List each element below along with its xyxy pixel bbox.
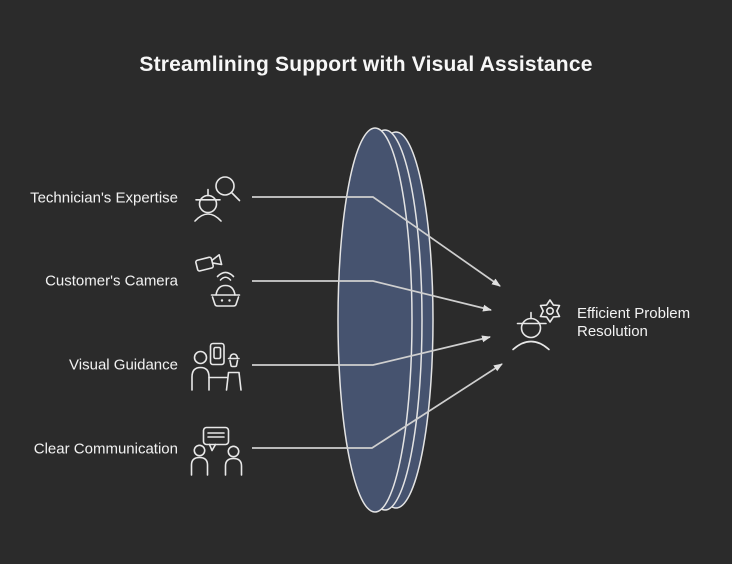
device-dot-right [228, 299, 231, 302]
connector-clear-communication [252, 363, 503, 449]
output-label-line-1: Efficient Problem [577, 305, 691, 322]
technician-with-magnifier-icon [194, 176, 241, 222]
connector-visual-guidance [252, 335, 491, 366]
right-person-head [227, 445, 240, 458]
technician-head [198, 194, 218, 214]
person-presenting-screen-icon [191, 342, 242, 391]
output-label-efficient-problem-resolution: Efficient Problem Resolution [577, 305, 690, 341]
left-person-head [193, 444, 206, 457]
input-label-customers-camera: Customer's Camera [45, 272, 178, 290]
gear-icon [539, 299, 561, 323]
connector-customers-camera [252, 280, 492, 312]
magnifier-handle [230, 191, 241, 202]
video-camera [195, 253, 223, 272]
speech-bubble [202, 426, 230, 446]
bubble-tail [208, 443, 217, 452]
lens-front-ellipse [337, 127, 413, 513]
person-with-gear-icon [512, 299, 561, 351]
screen-content [213, 346, 222, 360]
connector-technician-expertise [252, 196, 501, 287]
presenter-head [193, 350, 208, 365]
left-person-body [190, 456, 209, 476]
screen-frame [209, 342, 225, 366]
connector-lines [252, 196, 503, 449]
page-title: Streamlining Support with Visual Assista… [139, 53, 593, 76]
right-person-body [224, 457, 243, 476]
device-dot-left [220, 299, 224, 302]
lens-shape [337, 127, 434, 513]
two-people-speech-bubble-icon [190, 426, 243, 476]
signal-wave-large [216, 271, 235, 278]
gear-center [545, 306, 554, 315]
device-dome [215, 284, 236, 296]
input-label-clear-communication: Clear Communication [33, 440, 178, 458]
input-label-visual-guidance: Visual Guidance [69, 356, 178, 374]
video-camera-device-icon [195, 253, 241, 307]
small-figure-dome [229, 353, 239, 360]
output-label-line-2: Resolution [577, 323, 648, 340]
magnifier-glass [215, 176, 235, 196]
signal-wave-small [219, 276, 232, 281]
input-label-technicians-expertise: Technician's Expertise [30, 189, 178, 207]
device-base [211, 296, 240, 307]
small-figure-head-base [229, 359, 239, 368]
resolver-head [520, 317, 542, 339]
presenter-body [191, 366, 210, 391]
technician-shoulders [194, 213, 222, 222]
small-figure-body [225, 371, 242, 391]
resolver-shoulders [512, 340, 550, 351]
